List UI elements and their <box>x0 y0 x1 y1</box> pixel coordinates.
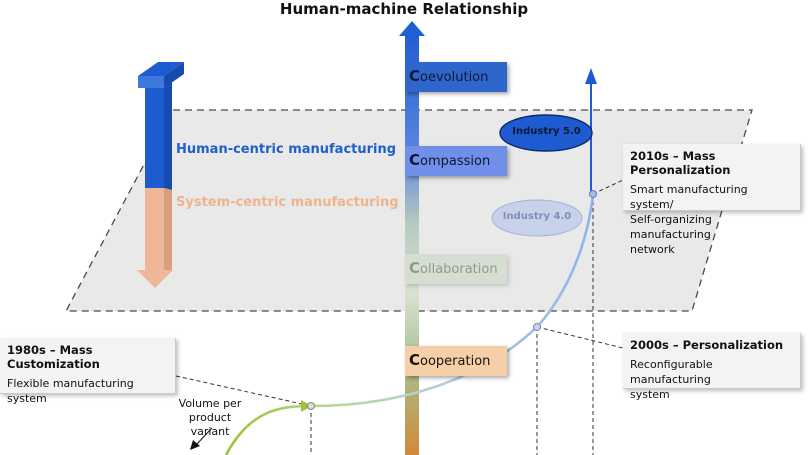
paradigm-arrow <box>137 62 184 288</box>
industry-5-label: Industry 5.0 <box>512 126 581 137</box>
stage-text: ompassion <box>420 154 491 169</box>
stage-initial: C <box>409 67 421 85</box>
human-centric-label: Human-centric manufacturing <box>176 142 397 157</box>
curve-arrow-head <box>301 400 312 412</box>
callout-line: Reconfigurable manufacturing <box>630 358 713 386</box>
system-centric-label: System-centric manufacturing <box>176 195 399 210</box>
volume-curve <box>224 193 595 455</box>
page-title: Human-machine Relationship <box>279 0 529 18</box>
industry-4-label: Industry 4.0 <box>502 211 572 222</box>
industry-5-badge <box>499 114 593 152</box>
volume-label: Volume per product variant <box>170 397 250 439</box>
spine-arrow-head <box>399 21 425 36</box>
callout-line: system <box>630 388 670 401</box>
milestone-point-2000 <box>533 323 541 331</box>
stage-initial: C <box>409 259 421 277</box>
stage-coevolution: Coevolution <box>405 62 507 92</box>
stage-initial: C <box>409 151 421 169</box>
industry-5-arrow-head <box>585 68 597 84</box>
connector-lines <box>175 179 624 455</box>
volume-pointer <box>195 427 213 446</box>
stage-collaboration: Collaboration <box>405 254 507 284</box>
stage-initial: C <box>409 351 421 369</box>
callout-line: Self-organizing manufacturing <box>630 213 712 241</box>
industry-4-badge <box>491 199 583 237</box>
milestone-point-1980 <box>307 402 315 410</box>
callout-1980s: 1980s – Mass Customization Flexible manu… <box>0 338 176 405</box>
volume-pointer-head <box>190 440 200 450</box>
callout-2010s: 2010s – Mass Personalization Smart manuf… <box>623 144 801 256</box>
callout-2000s: 2000s – Personalization Reconfigurable m… <box>623 333 801 401</box>
callout-title: 2000s – Personalization <box>630 338 784 352</box>
stage-text: ollaboration <box>420 262 498 277</box>
milestone-point-2010 <box>589 190 597 198</box>
callout-line: Smart manufacturing system/ <box>630 183 748 211</box>
stage-cooperation: Cooperation <box>405 346 507 376</box>
callout-title: 2010s – Mass Personalization <box>630 149 731 177</box>
stage-compassion: Compassion <box>405 146 507 176</box>
volume-label-line: Volume per <box>178 397 242 410</box>
callout-line: network <box>630 243 675 256</box>
stage-text: ooperation <box>420 354 491 369</box>
callout-title: 1980s – Mass Customization <box>7 343 100 371</box>
stage-text: oevolution <box>420 70 489 85</box>
callout-line: Flexible manufacturing system <box>7 377 134 405</box>
volume-label-line: product variant <box>188 411 232 438</box>
